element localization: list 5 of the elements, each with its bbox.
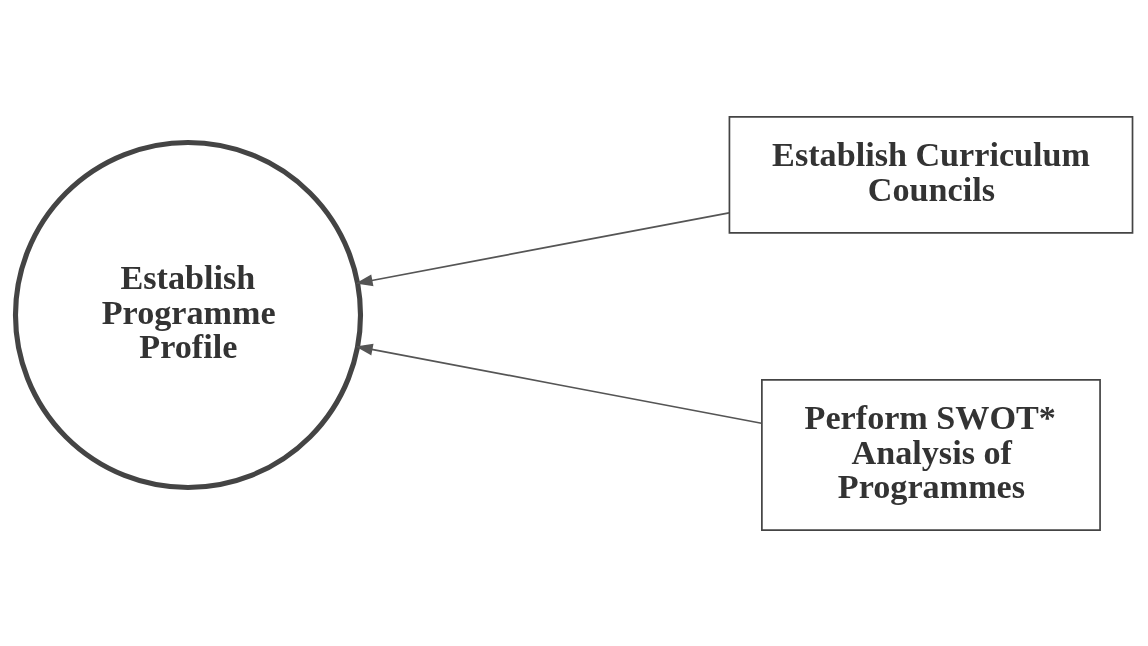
node-box: Establish Curriculum Councils xyxy=(728,115,1134,234)
node-circle: Establish Programme Profile xyxy=(12,139,364,490)
node-box: Perform SWOT* Analysis of Programmes xyxy=(761,378,1101,531)
arrow xyxy=(355,343,763,424)
arrow xyxy=(355,211,730,286)
